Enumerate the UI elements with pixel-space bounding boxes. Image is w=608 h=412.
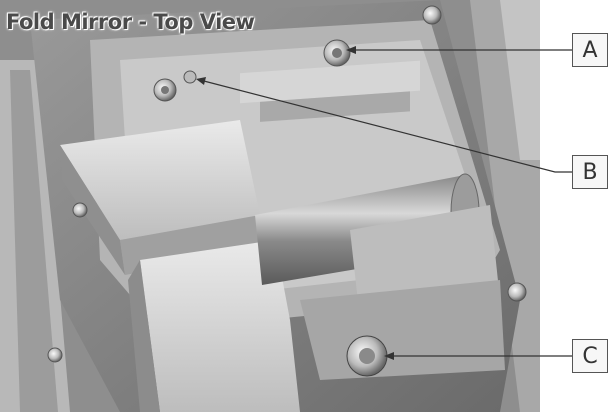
bolt-a	[323, 39, 351, 67]
motor-block	[60, 120, 260, 240]
callout-c: C	[572, 339, 608, 373]
leader-line-b	[199, 79, 575, 173]
bolt-c	[346, 335, 388, 377]
callout-a: A	[572, 33, 608, 67]
diagram-title: Fold Mirror - Top View	[6, 10, 255, 34]
bolt-b	[153, 70, 197, 102]
callout-b: B	[572, 155, 608, 189]
gear-housing	[140, 240, 300, 412]
